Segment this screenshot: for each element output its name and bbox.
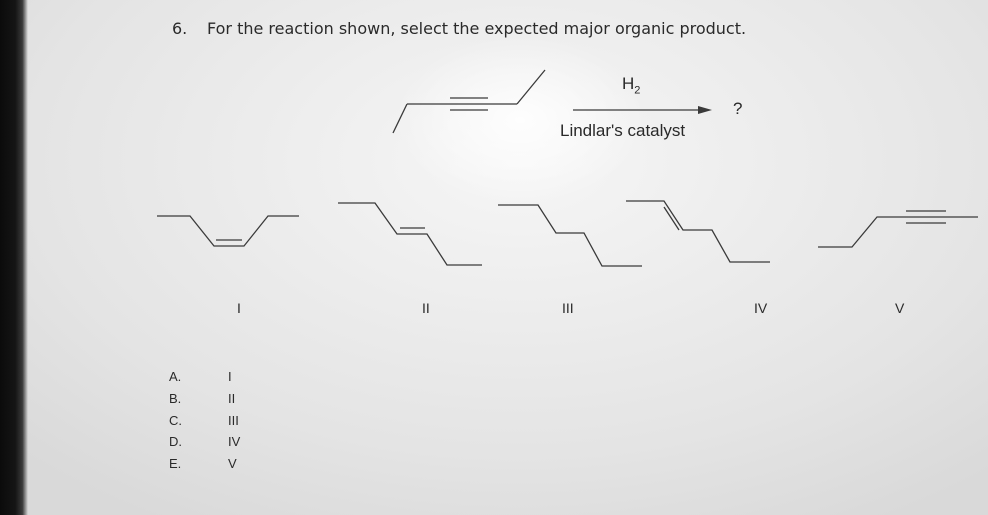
structure-label-ii: II <box>422 300 430 316</box>
reagent-main: H <box>622 74 635 93</box>
option-e-value[interactable]: V <box>228 456 237 471</box>
structure-iii <box>498 204 642 267</box>
product-question-mark: ? <box>733 99 743 118</box>
option-a-value[interactable]: I <box>228 369 232 384</box>
option-b-value[interactable]: II <box>228 391 236 406</box>
structure-label-iii: III <box>562 300 574 316</box>
catalyst-label: Lindlar's catalyst <box>560 121 686 140</box>
structure-iv <box>626 200 770 263</box>
starting-alkyne <box>392 69 546 134</box>
option-e-letter[interactable]: E. <box>169 456 182 471</box>
option-d-value[interactable]: IV <box>228 434 241 449</box>
question-number: 6. <box>172 19 188 38</box>
reagent-h2: H2 <box>622 74 640 96</box>
option-c-letter[interactable]: C. <box>169 413 182 428</box>
reagent-subscript: 2 <box>634 84 641 97</box>
option-d-letter[interactable]: D. <box>169 434 182 449</box>
option-a-letter[interactable]: A. <box>169 369 182 384</box>
structure-i <box>157 215 299 247</box>
structure-label-v: V <box>895 300 905 316</box>
structure-v <box>818 210 978 248</box>
monitor-bezel <box>0 0 28 515</box>
option-b-letter[interactable]: B. <box>169 391 182 406</box>
structure-label-iv: IV <box>754 300 768 316</box>
question-text: For the reaction shown, select the expec… <box>207 19 747 38</box>
structure-label-i: I <box>237 300 241 316</box>
structure-ii <box>338 202 482 266</box>
option-c-value[interactable]: III <box>228 413 239 428</box>
reaction-arrow <box>573 106 712 114</box>
